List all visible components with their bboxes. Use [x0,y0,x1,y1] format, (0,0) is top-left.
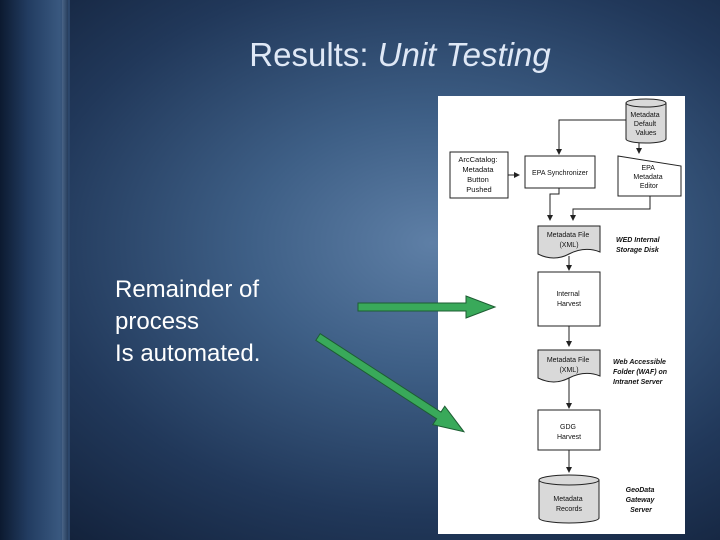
body-line-2: process [115,308,200,335]
metadata-file-document-2: Metadata File (XML) [537,349,601,383]
workflow-diagram: Metadata Default Values ArcCatalog: Meta… [438,96,685,534]
wed-storage-note: WED Internal Storage Disk [616,237,662,254]
body-line-1: Remainder of [115,276,260,303]
left-decorative-bar [0,0,70,540]
waf-note: Web Accessible Folder (WAF) on Intranet … [613,359,669,386]
arrow-to-internal-harvest [357,295,497,319]
svg-text:Metadata Default: Metadata Default Values [630,112,661,137]
geodata-server-note: GeoData Gateway Server [626,487,657,514]
internal-harvest-box: Internal Harvest [537,271,601,327]
gdg-harvest-box: GDG Harvest [537,409,601,451]
title-plain: Results: [249,36,378,73]
slide-title: Results: Unit Testing [0,36,720,74]
title-italic: Unit Testing [377,36,551,73]
arccatalog-button-box: ArcCatalog: Metadata Button Pushed [449,151,509,199]
epa-metadata-editor-shape: EPA Metadata Editor [617,155,682,197]
svg-text:Metadata File (XML): Metadata File (XML) [547,232,591,249]
svg-text:GDG Harvest: GDG Harvest [557,424,581,441]
body-line-3: Is automated. [115,340,261,367]
metadata-records-db: Metadata Records [538,474,600,524]
slide-body-text: Remainder of process Is automated. [115,274,355,370]
svg-text:Metadata File (XML): Metadata File (XML) [547,357,591,374]
svg-text:Metadata Records: Metadata Records [553,496,584,513]
epa-synchronizer-box: EPA Synchronizer [524,155,596,189]
arrow-to-gdg-harvest [315,332,466,433]
svg-text:ArcCatalog: Metadata: ArcCatalog: Metadata Button Pushed [458,155,499,194]
metadata-file-document-1: Metadata File (XML) [537,225,601,259]
svg-text:EPA Metadata E: EPA Metadata Editor [633,165,664,190]
left-bar-highlight [62,0,68,540]
diagram-connectors [508,119,651,473]
svg-text:Internal Harvest: Internal Harvest [556,291,581,308]
svg-text:EPA Synchronizer: EPA Synchronizer [532,170,589,177]
metadata-default-values-db: Metadata Default Values [625,98,667,144]
